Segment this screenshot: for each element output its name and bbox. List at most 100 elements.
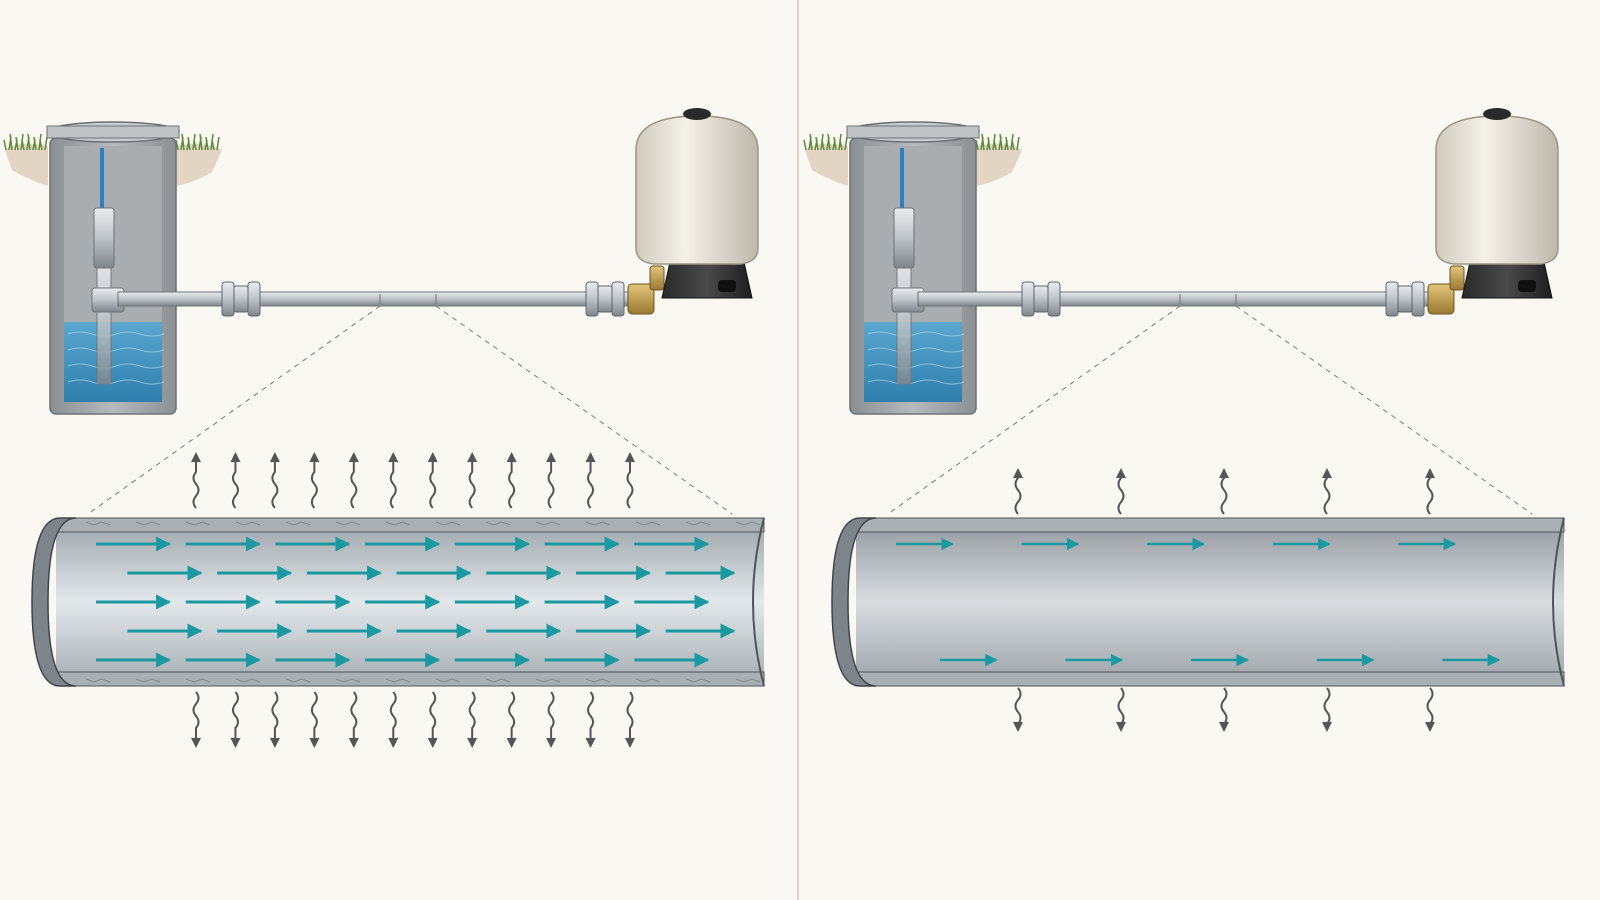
- pipe-end-rim: [831, 517, 877, 687]
- wall-roughness: [135, 678, 161, 683]
- grass-blade: [181, 133, 185, 151]
- wall-roughness: [285, 521, 311, 526]
- heat-wave-arrow-icon: [348, 691, 359, 748]
- heat-wave-arrow-icon: [467, 452, 478, 509]
- heat-wave-arrow-icon: [585, 452, 596, 509]
- zoom-line-right: [435, 305, 733, 515]
- heat-wave-arrow-icon: [348, 452, 359, 509]
- pump-cable: [100, 148, 104, 212]
- grass-blade: [815, 136, 819, 151]
- tank-base-slot: [718, 280, 736, 292]
- wall-roughness: [235, 678, 261, 683]
- wall-roughness: [735, 678, 761, 683]
- soil-right: [176, 143, 222, 186]
- grass-blade: [993, 139, 997, 151]
- pipe-end-rim: [31, 517, 77, 687]
- submersible-pump: [91, 148, 125, 385]
- union-fitting: [1385, 281, 1425, 317]
- valve-body: [1427, 283, 1455, 315]
- grass-blade: [1005, 136, 1009, 151]
- heat-wave-arrow-icon: [1013, 687, 1023, 732]
- grass-blade: [803, 139, 807, 151]
- union-collar: [233, 285, 249, 313]
- union-fitting: [585, 281, 625, 317]
- heat-wave-arrow-icon: [388, 452, 399, 509]
- brass-valve: [1427, 265, 1465, 315]
- tank-cap: [683, 108, 711, 120]
- grass-blade: [205, 136, 209, 151]
- water-ripple: [867, 331, 965, 337]
- soil-left: [5, 143, 48, 186]
- union-collar: [1397, 285, 1413, 313]
- heat-wave-arrow-icon: [1219, 687, 1229, 732]
- valve-elbow: [649, 265, 665, 291]
- tank-base: [1461, 261, 1553, 299]
- water: [64, 322, 162, 402]
- flow-arrows: [96, 536, 736, 668]
- water-ripple: [867, 379, 965, 385]
- heat-arrows: [191, 452, 635, 748]
- wall-roughness: [735, 521, 761, 526]
- grass-blade: [39, 139, 43, 151]
- wall-roughness: [335, 521, 361, 526]
- grass-blade: [9, 133, 13, 151]
- submersible-pump: [891, 148, 925, 385]
- union-fitting: [221, 281, 261, 317]
- wall-roughness: [635, 678, 661, 683]
- panel-right: [803, 108, 1565, 732]
- soil-left: [805, 143, 848, 186]
- pipe-wall-top: [855, 517, 1565, 533]
- wall-roughness: [235, 521, 261, 526]
- wall-roughness: [635, 521, 661, 526]
- heat-wave-arrow-icon: [1425, 687, 1435, 732]
- grass-blade: [21, 139, 25, 151]
- pump-cable: [900, 148, 904, 212]
- heat-wave-arrow-icon: [625, 452, 635, 509]
- grass-blade: [27, 133, 31, 151]
- wall-roughness: [685, 678, 711, 683]
- grass-blade: [199, 133, 203, 151]
- water-ripple: [67, 331, 165, 337]
- drop-pipe: [896, 267, 912, 385]
- pipe-cross-section: [831, 468, 1565, 732]
- grass-blade: [216, 136, 220, 151]
- heat-wave-arrow-icon: [625, 691, 635, 748]
- wall-roughness: [335, 678, 361, 683]
- pump-body: [93, 207, 115, 269]
- wall-roughness: [435, 678, 461, 683]
- heat-wave-arrow-icon: [191, 691, 201, 748]
- grass-blade: [193, 139, 197, 151]
- heat-wave-arrow-icon: [427, 452, 438, 509]
- heat-wave-arrow-icon: [1322, 687, 1332, 732]
- pipe-wall-bottom: [55, 671, 765, 687]
- water: [864, 322, 962, 402]
- heat-wave-arrow-icon: [309, 452, 320, 509]
- wall-roughness: [485, 521, 511, 526]
- union-nut: [1385, 281, 1399, 317]
- water-ripple: [67, 363, 165, 369]
- union-nut: [247, 281, 261, 317]
- grass-blade: [33, 136, 37, 151]
- pipe-cross-section: [31, 452, 765, 748]
- tank-shell: [635, 115, 759, 265]
- tank-base-slot: [1518, 280, 1536, 292]
- wall-roughness: [185, 521, 211, 526]
- wall-roughness: [285, 678, 311, 683]
- heat-wave-arrow-icon: [467, 691, 478, 748]
- heat-wave-arrow-icon: [309, 691, 320, 748]
- heat-wave-arrow-icon: [191, 452, 201, 509]
- grass-blade: [827, 133, 831, 151]
- pump-body: [893, 207, 915, 269]
- union-nut: [221, 281, 235, 317]
- wall-roughness: [685, 521, 711, 526]
- heat-wave-arrow-icon: [546, 452, 557, 509]
- wall-roughness: [585, 521, 611, 526]
- heat-wave-arrow-icon: [1322, 468, 1332, 515]
- water-ripple: [867, 363, 965, 369]
- heat-arrows: [1013, 468, 1435, 732]
- panel-left: [3, 108, 765, 748]
- heat-wave-arrow-icon: [1425, 468, 1435, 515]
- valve-elbow: [1449, 265, 1465, 291]
- water-ripple: [67, 379, 165, 385]
- grass-blade: [981, 133, 985, 151]
